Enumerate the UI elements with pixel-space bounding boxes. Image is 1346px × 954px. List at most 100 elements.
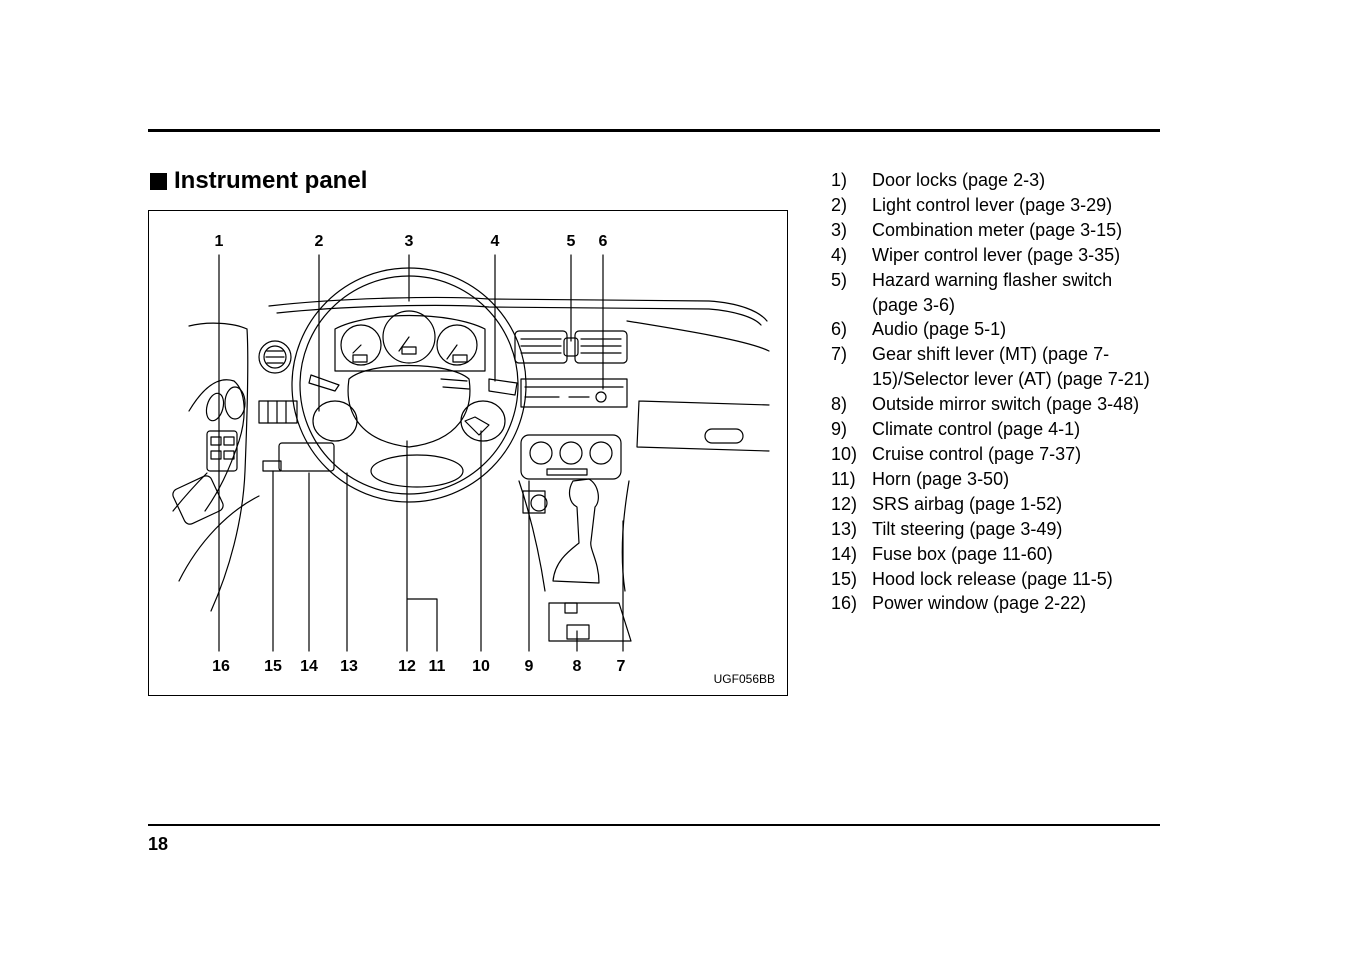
glove-box bbox=[636, 400, 770, 452]
callout-number: 6 bbox=[599, 233, 608, 250]
combination-meter-housing bbox=[334, 314, 486, 372]
legend-item-text: Fuse box (page 11-60) bbox=[872, 543, 1053, 564]
legend-item: 16)Power window (page 2-22) bbox=[831, 591, 1161, 616]
door-lower-line bbox=[178, 495, 260, 582]
gauge-needles bbox=[352, 336, 458, 360]
legend-item-number: 4) bbox=[831, 244, 848, 265]
legend-item-text: Door locks (page 2-3) bbox=[872, 170, 1046, 190]
legend-item-number: 9) bbox=[831, 419, 848, 440]
hood-lock-release bbox=[262, 460, 282, 472]
climate-knob-icon bbox=[559, 441, 583, 465]
legend-item-number: 7) bbox=[831, 344, 848, 365]
legend-item: 14) Fuse box (page 11-60) bbox=[831, 542, 1161, 567]
bottom-rule bbox=[148, 824, 1160, 826]
window-switch-icon bbox=[223, 450, 235, 460]
legend-item-text: Cruise control (page 7-37) bbox=[872, 443, 1082, 464]
door-handle bbox=[224, 386, 246, 420]
callout-number: 5 bbox=[567, 233, 576, 250]
callout-number: 13 bbox=[340, 658, 358, 675]
steering-wheel-lower-spoke bbox=[370, 454, 464, 488]
callout-number: 14 bbox=[300, 658, 318, 675]
legend-item-text: Hood lock release (page 11-5) bbox=[872, 568, 1113, 589]
legend-item-text: Tilt steering (page 3-49) bbox=[872, 518, 1063, 539]
page-number: 18 bbox=[148, 834, 169, 854]
callout-number: 12 bbox=[398, 658, 416, 675]
outside-mirror-switch bbox=[564, 602, 578, 614]
audio-unit bbox=[520, 378, 628, 408]
fuel-gauge bbox=[436, 324, 478, 366]
center-vent-louvers bbox=[520, 338, 622, 354]
wiper-control-lever bbox=[488, 378, 518, 396]
passenger-dash-line bbox=[626, 320, 770, 352]
legend-list: 1)Door locks (page 2-3)2) Light control l… bbox=[831, 168, 1161, 616]
climate-control-panel bbox=[520, 434, 622, 480]
legend-item: 9)Climate control (page 4-1) bbox=[831, 417, 1161, 442]
glove-box-handle bbox=[704, 428, 744, 444]
callout-number: 9 bbox=[525, 658, 534, 675]
legend-item-text: Wiper control lever (page 3-35) bbox=[872, 244, 1121, 265]
legend-item-number: 5) bbox=[831, 269, 848, 290]
callout-number: 1 bbox=[215, 233, 224, 250]
legend-item: 12) SRS airbag (page 1-52) bbox=[831, 492, 1161, 517]
steering-wheel-hub bbox=[347, 364, 471, 448]
console-knob-icon bbox=[530, 494, 548, 512]
steering-wheel-right-spoke bbox=[460, 400, 506, 442]
legend-item: 8) Outside mirror switch (page 3-48) bbox=[831, 392, 1161, 417]
audio-slot-lines bbox=[524, 386, 624, 398]
bottom-leader-lines bbox=[272, 430, 624, 652]
callout-number: 4 bbox=[491, 233, 500, 250]
door-edge bbox=[210, 328, 249, 612]
callout-number: 15 bbox=[264, 658, 282, 675]
legend-item: 11) Horn (page 3-50) bbox=[831, 467, 1161, 492]
tachometer-gauge bbox=[340, 324, 382, 366]
legend-item-number: 14) bbox=[831, 543, 858, 564]
mirror-switch-pad bbox=[566, 624, 590, 640]
legend-item-text: Audio (page 5-1) bbox=[872, 319, 1007, 340]
legend-item-number: 13) bbox=[831, 518, 858, 539]
left-switch-bank bbox=[258, 400, 298, 424]
legend-item-number: 2) bbox=[831, 194, 848, 215]
legend-item-number: 6) bbox=[831, 319, 848, 340]
climate-slider bbox=[546, 468, 588, 476]
window-switch-icon bbox=[210, 450, 222, 460]
legend-item-text: Light control lever (page 3-29) bbox=[872, 194, 1113, 215]
callout-number: 11 bbox=[429, 658, 446, 675]
legend-item: 3) Combination meter (page 3-15) bbox=[831, 218, 1161, 243]
legend-item-number: 11) bbox=[831, 468, 856, 489]
a-pillar-line bbox=[188, 322, 248, 330]
console-switch bbox=[522, 490, 546, 514]
speedometer-gauge bbox=[382, 310, 436, 364]
fuse-box-cover bbox=[278, 442, 335, 472]
window-switch-icon bbox=[210, 436, 222, 446]
legend-item-text: Power window (page 2-22) bbox=[872, 593, 1087, 614]
legend-item-text: SRS airbag (page 1-52) bbox=[872, 493, 1063, 514]
legend-item: 10)Cruise control (page 7-37) bbox=[831, 442, 1161, 467]
console-tray bbox=[548, 602, 632, 642]
left-air-vent-inner bbox=[263, 345, 287, 369]
legend-item-number: 3) bbox=[831, 219, 848, 240]
legend-item-text: Outside mirror switch (page 3-48) bbox=[872, 394, 1140, 415]
top-rule bbox=[148, 129, 1160, 132]
callout-number: 10 bbox=[472, 658, 490, 675]
legend-item-number: 8) bbox=[831, 394, 848, 415]
dashboard-top-line-inner bbox=[276, 304, 762, 326]
legend-item-text: Combination meter (page 3-15) bbox=[872, 219, 1123, 240]
legend-item: 1)Door locks (page 2-3) bbox=[831, 168, 1161, 193]
legend-item: 7) Gear shift lever (MT) (page 7-15)/Sele… bbox=[831, 342, 1161, 392]
climate-knob-icon bbox=[529, 441, 553, 465]
gauge-display bbox=[401, 346, 417, 355]
legend-item-text: Horn (page 3-50) bbox=[872, 468, 1010, 489]
gauge-display bbox=[352, 354, 368, 363]
callout-number: 7 bbox=[617, 658, 626, 675]
legend-item-number: 12) bbox=[831, 493, 858, 514]
callout-number: 8 bbox=[573, 658, 582, 675]
climate-knob-icon bbox=[589, 441, 613, 465]
legend-item-text: Hazard warning flasher switch (page 3-6) bbox=[872, 269, 1113, 315]
light-control-lever bbox=[308, 374, 340, 392]
door-lock-handle bbox=[205, 392, 225, 422]
legend-item: 15)Hood lock release (page 11-5) bbox=[831, 567, 1161, 592]
legend-item-text: Gear shift lever (MT) (page 7-15)/Select… bbox=[872, 344, 1150, 390]
